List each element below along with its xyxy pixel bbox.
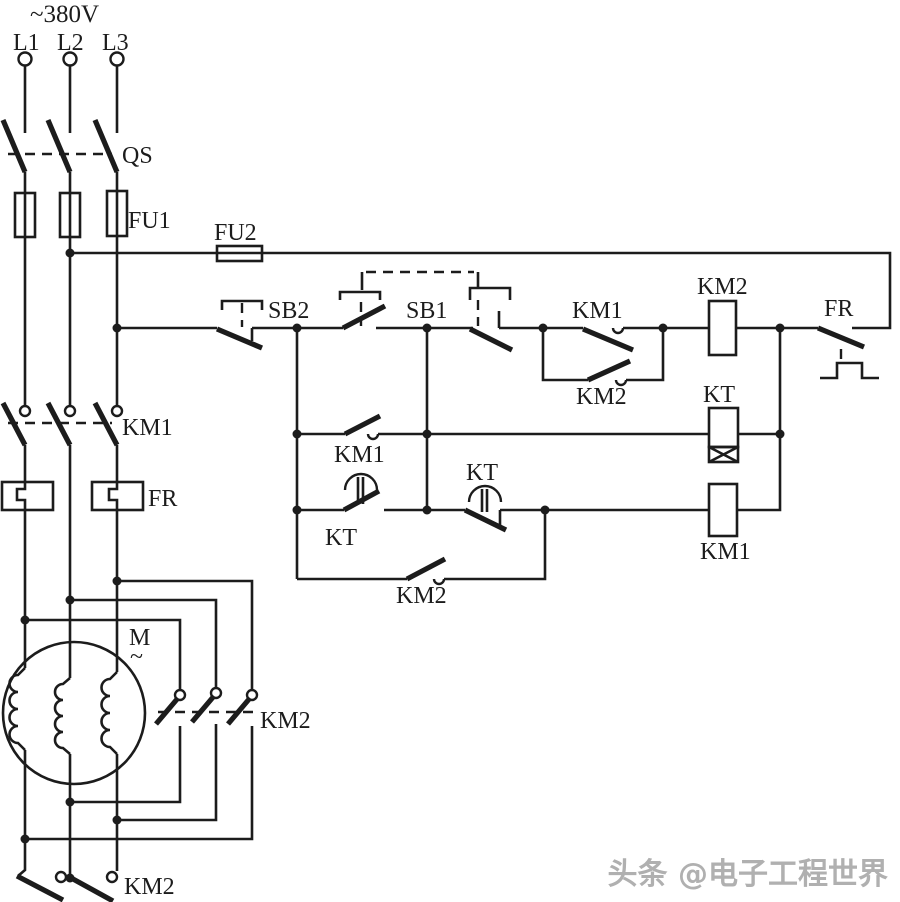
motor-ac-mark: ~: [130, 644, 143, 670]
phase-l3-label: L3: [102, 30, 129, 56]
sb1-label: SB1: [406, 298, 447, 324]
fu2-fuse: [215, 244, 264, 263]
km1-no-aux-row: [297, 413, 780, 441]
terminal-l3: [109, 51, 125, 67]
winding-1: [8, 667, 26, 751]
kt-delayed-contacts-row: [297, 472, 709, 533]
km2-star-label: KM2: [124, 874, 175, 900]
fu1-fuses: [13, 189, 129, 239]
km2-star-contact-group: [15, 870, 119, 902]
terminal-l2: [62, 51, 78, 67]
kt-delay-no-label: KT: [325, 525, 357, 551]
supply-voltage-label: ~380V: [30, 1, 99, 28]
qs-label: QS: [122, 143, 153, 169]
fr-heater-elements: [0, 480, 145, 512]
junction-dots: [20, 248, 785, 883]
km2-coil: [707, 299, 738, 357]
sb1-start-button: [338, 270, 583, 353]
phase-lines: [17, 66, 119, 881]
km1-main-contacts: [0, 401, 124, 447]
kt-delay-element: [707, 445, 740, 464]
km2-selfhold-label: KM2: [576, 384, 627, 410]
control-verticals: [295, 328, 782, 579]
supply-terminals: [17, 51, 125, 67]
winding-3: [100, 671, 118, 755]
km2-delta-contact-group: [25, 579, 259, 841]
kt-nc-delay-arc: [467, 484, 503, 503]
km1-no-contact-label: KM1: [334, 442, 385, 468]
fr-contact-label: FR: [824, 296, 853, 322]
fr-heater-symbol: [820, 361, 879, 380]
sb2-label: SB2: [268, 298, 309, 324]
labels: ~380V L1 L2 L3 QS FU1 FU2 SB2 SB1 KM1 KM…: [13, 1, 888, 900]
fr-nc-contact-group: [817, 325, 879, 380]
motor: [1, 640, 147, 786]
km2-delta-label: KM2: [260, 708, 311, 734]
kt-coil-label: KT: [703, 382, 735, 408]
motor-circle: [1, 640, 147, 786]
qs-knife-switch: [0, 118, 120, 174]
kt-delay-nc-label: KT: [466, 460, 498, 486]
fr-heater-label: FR: [148, 486, 177, 512]
kt-coil-group: [707, 406, 740, 464]
km2-no-contact-label: KM2: [396, 583, 447, 609]
km2-coil-label: KM2: [697, 274, 748, 300]
km1-km2-selfhold-contacts: [541, 326, 818, 387]
km1-main-label: KM1: [122, 415, 173, 441]
watermark-text: 头条 @电子工程世界: [608, 857, 888, 892]
kt-coil: [707, 406, 740, 449]
kt-no-delay-arc: [343, 472, 379, 491]
phase-l1-label: L1: [13, 30, 40, 56]
terminal-l1: [17, 51, 33, 67]
motor-label: M: [129, 625, 150, 651]
phase-l2-label: L2: [57, 30, 84, 56]
control-top-rail: [70, 244, 892, 330]
km1-coil-label: KM1: [700, 539, 751, 565]
fu2-label: FU2: [214, 220, 257, 246]
winding-2: [53, 677, 71, 755]
km1-coil: [707, 482, 739, 538]
fu1-label: FU1: [128, 208, 171, 234]
km2-no-aux-row: [297, 510, 547, 586]
km1-selfhold-label: KM1: [572, 298, 623, 324]
